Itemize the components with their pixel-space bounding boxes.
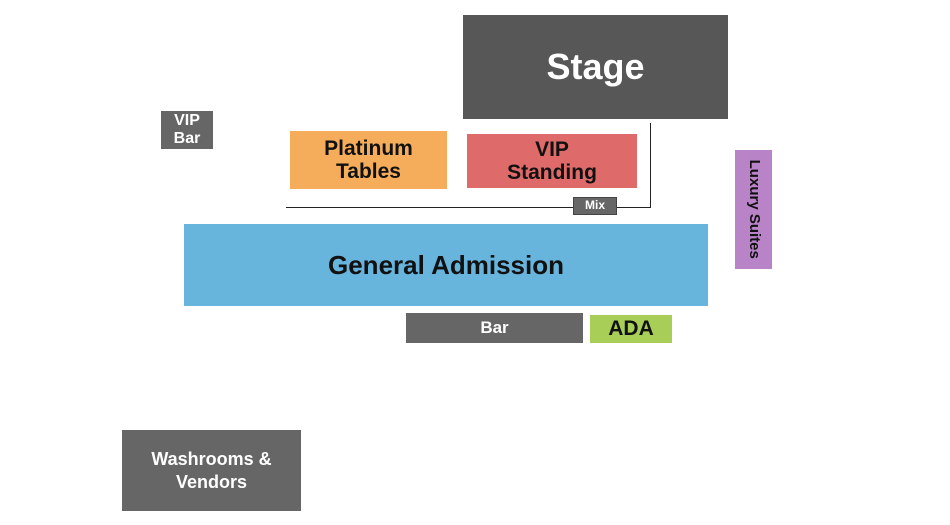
ada-section[interactable]: ADA (590, 315, 672, 343)
general-admission-label: General Admission (328, 249, 564, 280)
mix-position: Mix (573, 197, 617, 215)
bar-section[interactable]: Bar (406, 313, 583, 343)
stage-section[interactable]: Stage (463, 15, 728, 119)
vip-area-rail-horizontal (286, 207, 651, 208)
ada-label: ADA (608, 317, 654, 341)
vip-standing-section[interactable]: VIP Standing (467, 134, 637, 188)
stage-label: Stage (546, 46, 645, 88)
vip-bar-section[interactable]: VIP Bar (161, 111, 213, 149)
washrooms-vendors-label: Washrooms & Vendors (151, 449, 272, 492)
luxury-suites-label: Luxury Suites (745, 159, 763, 260)
general-admission-section[interactable]: General Admission (184, 224, 708, 306)
platinum-tables-label: Platinum Tables (324, 136, 413, 183)
washrooms-vendors-section[interactable]: Washrooms & Vendors (122, 430, 301, 511)
vip-area-rail-vertical (650, 123, 651, 208)
bar-label: Bar (480, 317, 509, 337)
vip-standing-label: VIP Standing (507, 137, 597, 184)
platinum-tables-section[interactable]: Platinum Tables (290, 131, 447, 189)
luxury-suites-section[interactable]: Luxury Suites (735, 150, 772, 269)
vip-bar-label: VIP Bar (173, 112, 201, 147)
mix-label: Mix (584, 198, 605, 213)
